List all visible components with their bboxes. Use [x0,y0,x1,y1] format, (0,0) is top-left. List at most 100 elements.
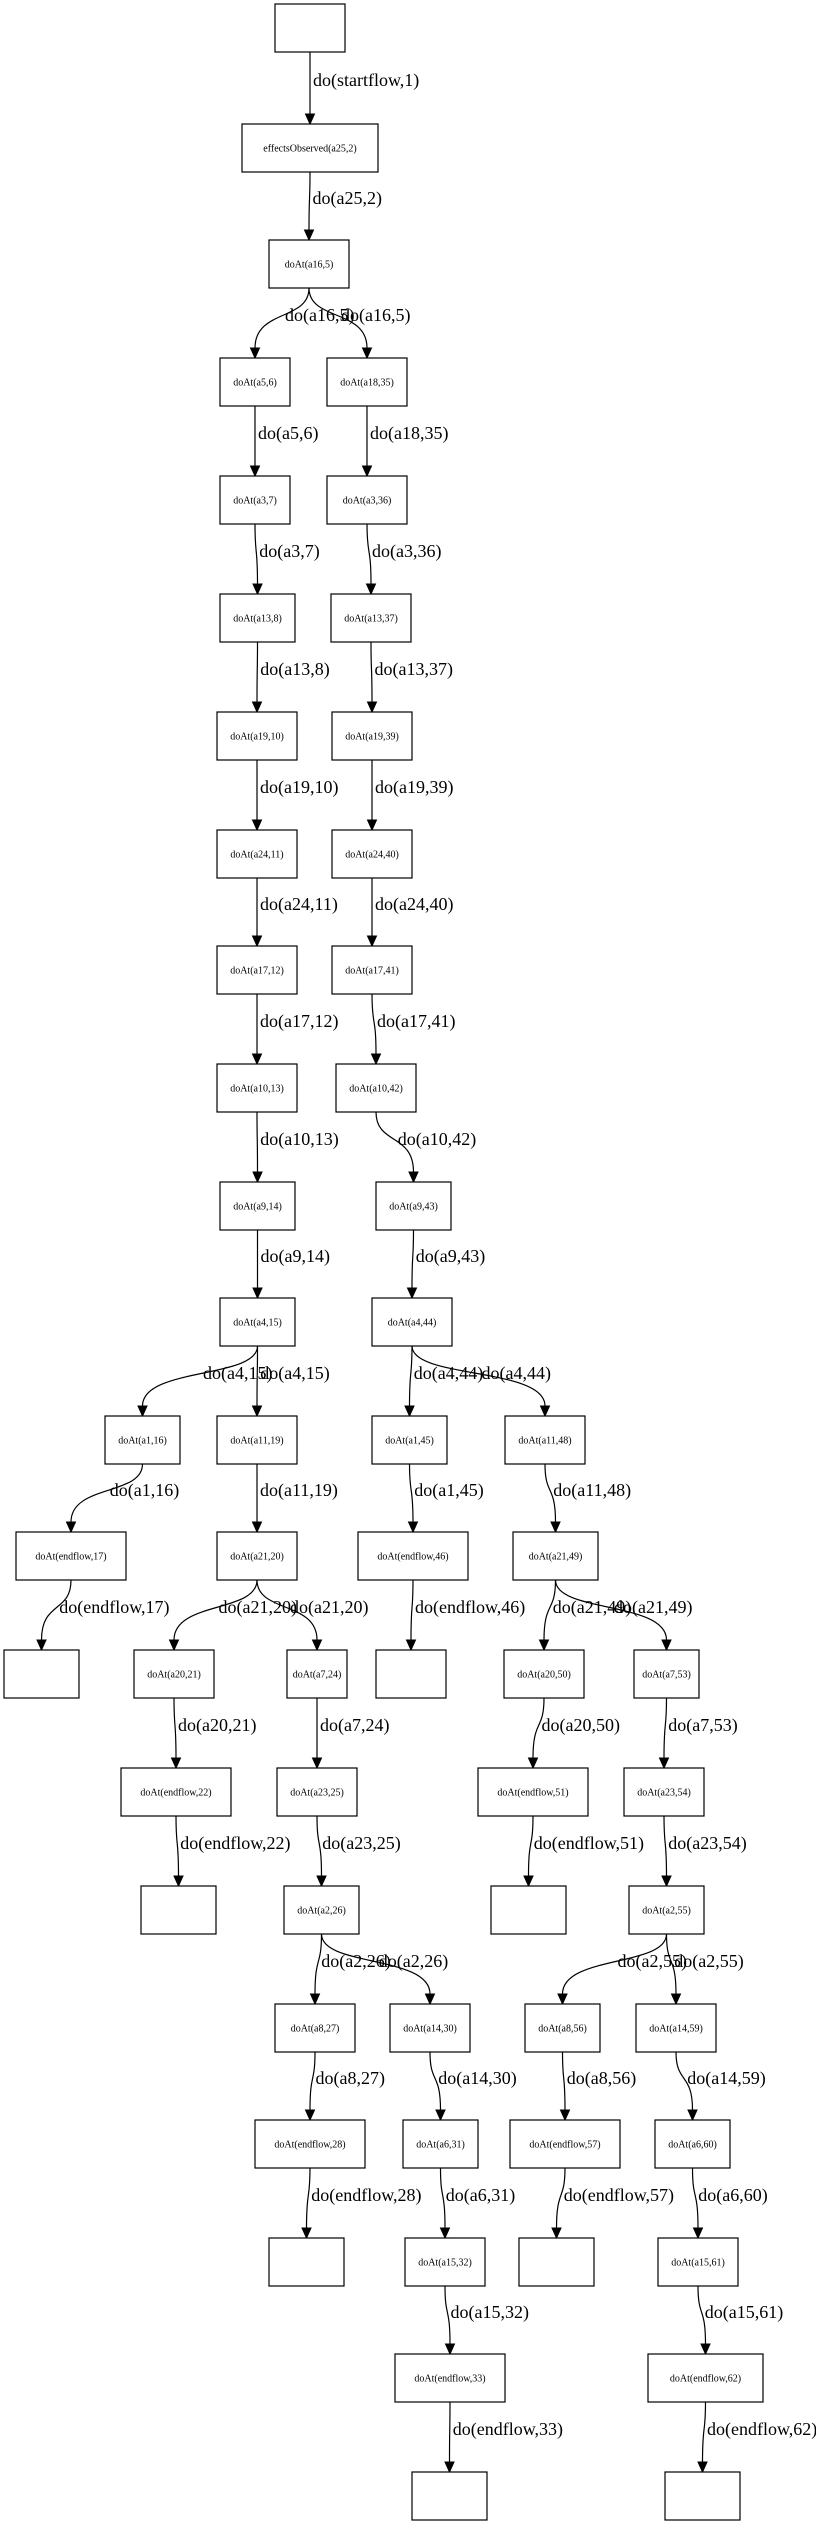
terminal-node [274,3,346,53]
graph-node: doAt(a6,60) [654,2119,731,2169]
edge-label: do(a2,26) [321,1951,390,1972]
node-label: doAt(endflow,57) [529,2140,600,2151]
edge-line [410,1579,414,1641]
arrowhead [700,2343,711,2356]
graph-node: doAt(endflow,33) [394,2353,506,2403]
node-box [402,2119,479,2169]
node-box [503,1649,585,1699]
graph-edge: do(a15,61) [697,2285,783,2356]
edge-label: do(a15,32) [451,2302,529,2323]
node-label: doAt(a23,25) [290,1788,344,1799]
arrowhead [559,2109,571,2122]
arrowhead [658,1757,670,1770]
node-box [394,2353,506,2403]
edge-label: do(a5,6) [258,423,318,444]
graph-node: doAt(a23,54) [623,1767,705,1817]
edge-line [561,2051,566,2111]
edge-line [173,1697,177,1759]
edge-label: do(endflow,22) [180,1833,290,1854]
edge-label: do(a4,44) [414,1363,483,1384]
node-box [628,1885,705,1935]
graph-edge: do(a1,45) [407,1463,484,1534]
graph-edge: do(a21,49) [538,1579,631,1652]
arrowhead [173,1875,184,1888]
node-box [375,1181,452,1231]
arrowhead [523,1875,534,1888]
edge-line [314,1933,323,1995]
node-box [635,2003,717,2053]
node-box [326,357,408,407]
graph-node: doAt(endflow,62) [647,2353,764,2403]
node-label: doAt(a20,21) [147,1670,201,1681]
graph-node: doAt(a14,59) [635,2003,717,2053]
edge-line [254,523,259,585]
graph-edge: do(a20,50) [527,1697,620,1770]
graph-edge: do(a24,11) [251,877,338,948]
arrowhead [405,1639,417,1652]
graph-edge: do(a6,31) [439,2167,515,2240]
node-box [331,829,413,879]
graph-edge: do(a2,26) [309,1933,391,2006]
edge-line [256,1111,259,1173]
arrowhead [407,1521,419,1534]
node-box [268,2237,345,2287]
edge-label: do(a25,2) [313,188,382,209]
node-box [375,1649,447,1699]
node-box [623,1767,705,1817]
graph-edge: do(endflow,22) [173,1815,291,1888]
edge-label: do(a4,15) [260,1363,329,1384]
node-box [404,2237,486,2287]
node-box [219,357,291,407]
arrowhead [252,1287,263,1300]
arrowhead [435,2109,446,2122]
edge-label: do(a3,7) [259,541,319,562]
edge-label: do(a20,50) [542,1715,620,1736]
arrowhead [303,229,315,242]
graph-edge: do(a6,60) [691,2167,768,2240]
node-label: doAt(a23,54) [637,1788,691,1799]
arrowhead [316,1875,327,1888]
graph-node: doAt(a24,40) [331,829,413,879]
node-box [335,1063,417,1113]
graph-edge: do(endflow,33) [444,2401,563,2474]
arrowhead [527,1757,539,1770]
arrowhead [137,1405,148,1418]
arrowhead [539,1405,551,1418]
terminal-node [3,1649,80,1699]
graph-node: doAt(a13,37) [330,593,412,643]
graph-node: doAt(a20,21) [133,1649,215,1699]
node-label: doAt(a5,6) [233,378,277,389]
edge-label: do(a17,12) [260,1011,338,1032]
node-box [647,2353,764,2403]
edge-label: do(a1,16) [110,1480,179,1501]
graph-edge: do(a16,5) [308,287,410,360]
node-box [411,2471,488,2521]
arrowhead [366,701,378,714]
node-label: doAt(endflow,17) [35,1552,106,1563]
graph-node: doAt(a15,61) [657,2237,739,2287]
node-box [330,593,412,643]
node-box [389,2003,471,2053]
edge-line [697,2285,707,2345]
node-label: doAt(a16,5) [285,260,334,271]
graph-edge: do(a16,5) [249,287,354,360]
edge-label: do(a23,25) [322,1833,400,1854]
edge-label: do(a6,31) [446,2185,515,2206]
edge-label: do(a14,59) [687,2068,765,2089]
arrowhead [251,701,263,714]
terminal-node [375,1649,447,1699]
edge-line [371,993,377,1055]
node-label: doAt(a3,7) [233,496,277,507]
edge-line [70,1463,144,1523]
graph-node: effectsObserved(a25,2) [241,123,379,173]
node-box [283,1885,360,1935]
arrowhead [304,113,316,126]
graph-edge: do(startflow,1) [304,52,419,126]
terminal-node [490,1885,567,1935]
graph-node: doAt(a10,42) [335,1063,417,1113]
graph-node: doAt(a7,24) [286,1649,348,1699]
node-box [216,1415,298,1465]
arrowhead [168,1639,180,1652]
graph-edge: do(a2,55) [665,1933,744,2006]
graph-node: doAt(a20,50) [503,1649,585,1699]
